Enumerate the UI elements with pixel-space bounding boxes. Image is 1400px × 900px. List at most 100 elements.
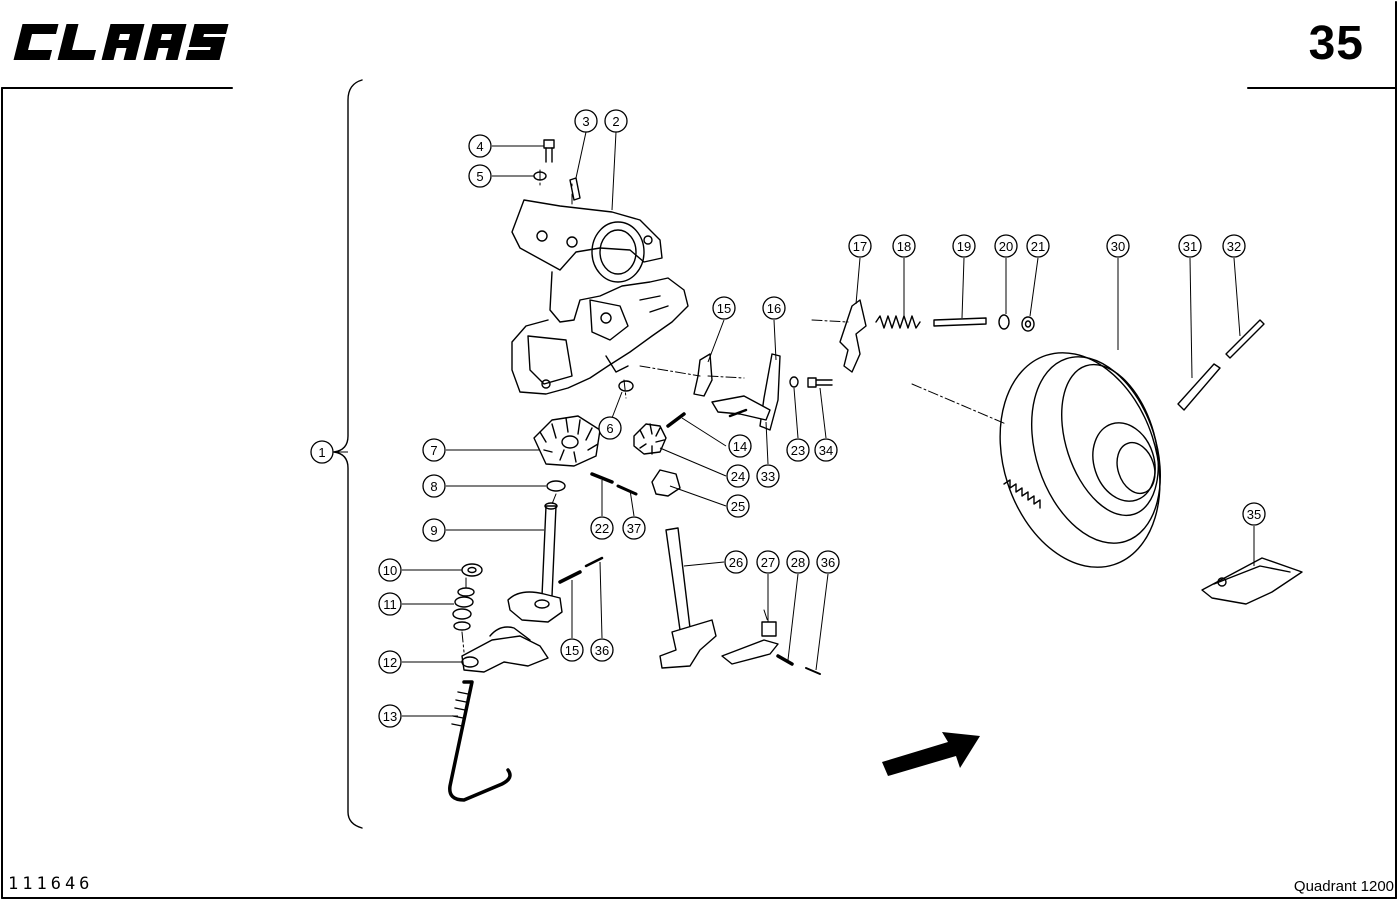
callout-number: 34 (819, 443, 833, 458)
callout-15: 15 (712, 296, 736, 320)
bolt-34 (807, 377, 833, 388)
cam-25 (651, 469, 681, 497)
lever-27 (721, 621, 779, 665)
callout-6: 6 (598, 416, 622, 440)
callout-27: 27 (756, 550, 780, 574)
spring-19 (875, 315, 921, 329)
shaft-10 (507, 502, 563, 623)
washer-9 (546, 480, 566, 492)
nut-11 (461, 563, 483, 577)
callout-number: 7 (430, 443, 437, 458)
callout-number: 19 (957, 239, 971, 254)
callout-28: 28 (786, 550, 810, 574)
callout-number: 24 (731, 469, 745, 484)
callout-36: 36 (816, 550, 840, 574)
callout-20: 20 (994, 234, 1018, 258)
callout-number: 25 (731, 499, 745, 514)
callout-number: 23 (791, 443, 805, 458)
callout-number: 28 (791, 555, 805, 570)
callout-number: 12 (383, 655, 397, 670)
washer-23 (789, 376, 799, 388)
callout-number: 1 (318, 445, 325, 460)
callout-3: 3 (574, 109, 598, 133)
bevel-gear-8 (533, 415, 601, 467)
pin-32 (1225, 319, 1265, 359)
callout-4: 4 (468, 134, 492, 158)
callout-number: 16 (767, 301, 781, 316)
callout-number: 33 (761, 469, 775, 484)
callout-17: 17 (848, 234, 872, 258)
callout-number: 14 (733, 439, 747, 454)
travel-direction-arrow (882, 732, 980, 776)
callout-number: 11 (383, 597, 397, 612)
model-name: Quadrant 1200 (1293, 878, 1394, 895)
pin-31 (1177, 363, 1221, 411)
gearbox-housing (511, 199, 689, 395)
flywheel-30 (999, 352, 1162, 568)
callout-number: 3 (582, 114, 589, 129)
callout-number: 36 (821, 555, 835, 570)
bolt-4 (543, 139, 555, 163)
washer-20 (998, 314, 1010, 330)
callout-number: 18 (897, 239, 911, 254)
callout-24: 24 (726, 464, 750, 488)
callout-number: 32 (1227, 239, 1241, 254)
pin-15-upper (666, 412, 686, 428)
hook-bolt-14 (448, 680, 512, 802)
callout-5: 5 (468, 164, 492, 188)
callout-35: 35 (1242, 502, 1266, 526)
callout-37: 37 (622, 516, 646, 540)
pin-36-lower (584, 556, 604, 568)
pin-3 (569, 177, 581, 201)
callout-number: 5 (476, 169, 483, 184)
page-number: 35 (1308, 17, 1364, 70)
callout-1: 1 (310, 440, 334, 464)
pawl-18 (839, 299, 867, 373)
callout-number: 35 (1247, 507, 1261, 522)
bracket-33 (711, 395, 771, 421)
callout-25: 25 (726, 494, 750, 518)
callout-19: 19 (952, 234, 976, 258)
callout-number: 13 (383, 709, 397, 724)
callout-number: 17 (853, 239, 867, 254)
callout-9: 9 (422, 518, 446, 542)
callout-number: 15 (565, 643, 579, 658)
knife-35 (1201, 557, 1303, 605)
callout-number: 26 (729, 555, 743, 570)
callout-number: 37 (627, 521, 641, 536)
callout-number: 21 (1031, 239, 1045, 254)
callout-30: 30 (1106, 234, 1130, 258)
callout-10: 10 (378, 558, 402, 582)
callout-number: 2 (612, 114, 619, 129)
pin-lever (728, 408, 748, 418)
plate-13 (461, 626, 549, 673)
pin-36-right (805, 667, 821, 675)
bush-6 (618, 380, 634, 392)
shaft-26 (659, 527, 717, 669)
assembly-brace (333, 79, 363, 829)
callout-number: 10 (383, 563, 397, 578)
callout-7: 7 (422, 438, 446, 462)
callout-number: 20 (999, 239, 1013, 254)
callout-23: 23 (786, 438, 810, 462)
rod-7 (933, 317, 987, 327)
bevel-gear-24 (633, 423, 667, 455)
callout-15: 15 (560, 638, 584, 662)
callout-number: 4 (476, 139, 483, 154)
spring-washers-12 (452, 587, 475, 631)
callout-number: 31 (1183, 239, 1197, 254)
callout-31: 31 (1178, 234, 1202, 258)
callout-33: 33 (756, 464, 780, 488)
nut-21 (1021, 316, 1035, 332)
callout-number: 36 (595, 643, 609, 658)
callout-number: 30 (1111, 239, 1125, 254)
callout-number: 8 (430, 479, 437, 494)
callout-number: 27 (761, 555, 775, 570)
pin-28 (776, 654, 794, 666)
callout-number: 9 (430, 523, 437, 538)
pin-37 (616, 484, 638, 496)
claas-logo (13, 24, 229, 60)
drawing-number: 111646 (8, 874, 94, 894)
